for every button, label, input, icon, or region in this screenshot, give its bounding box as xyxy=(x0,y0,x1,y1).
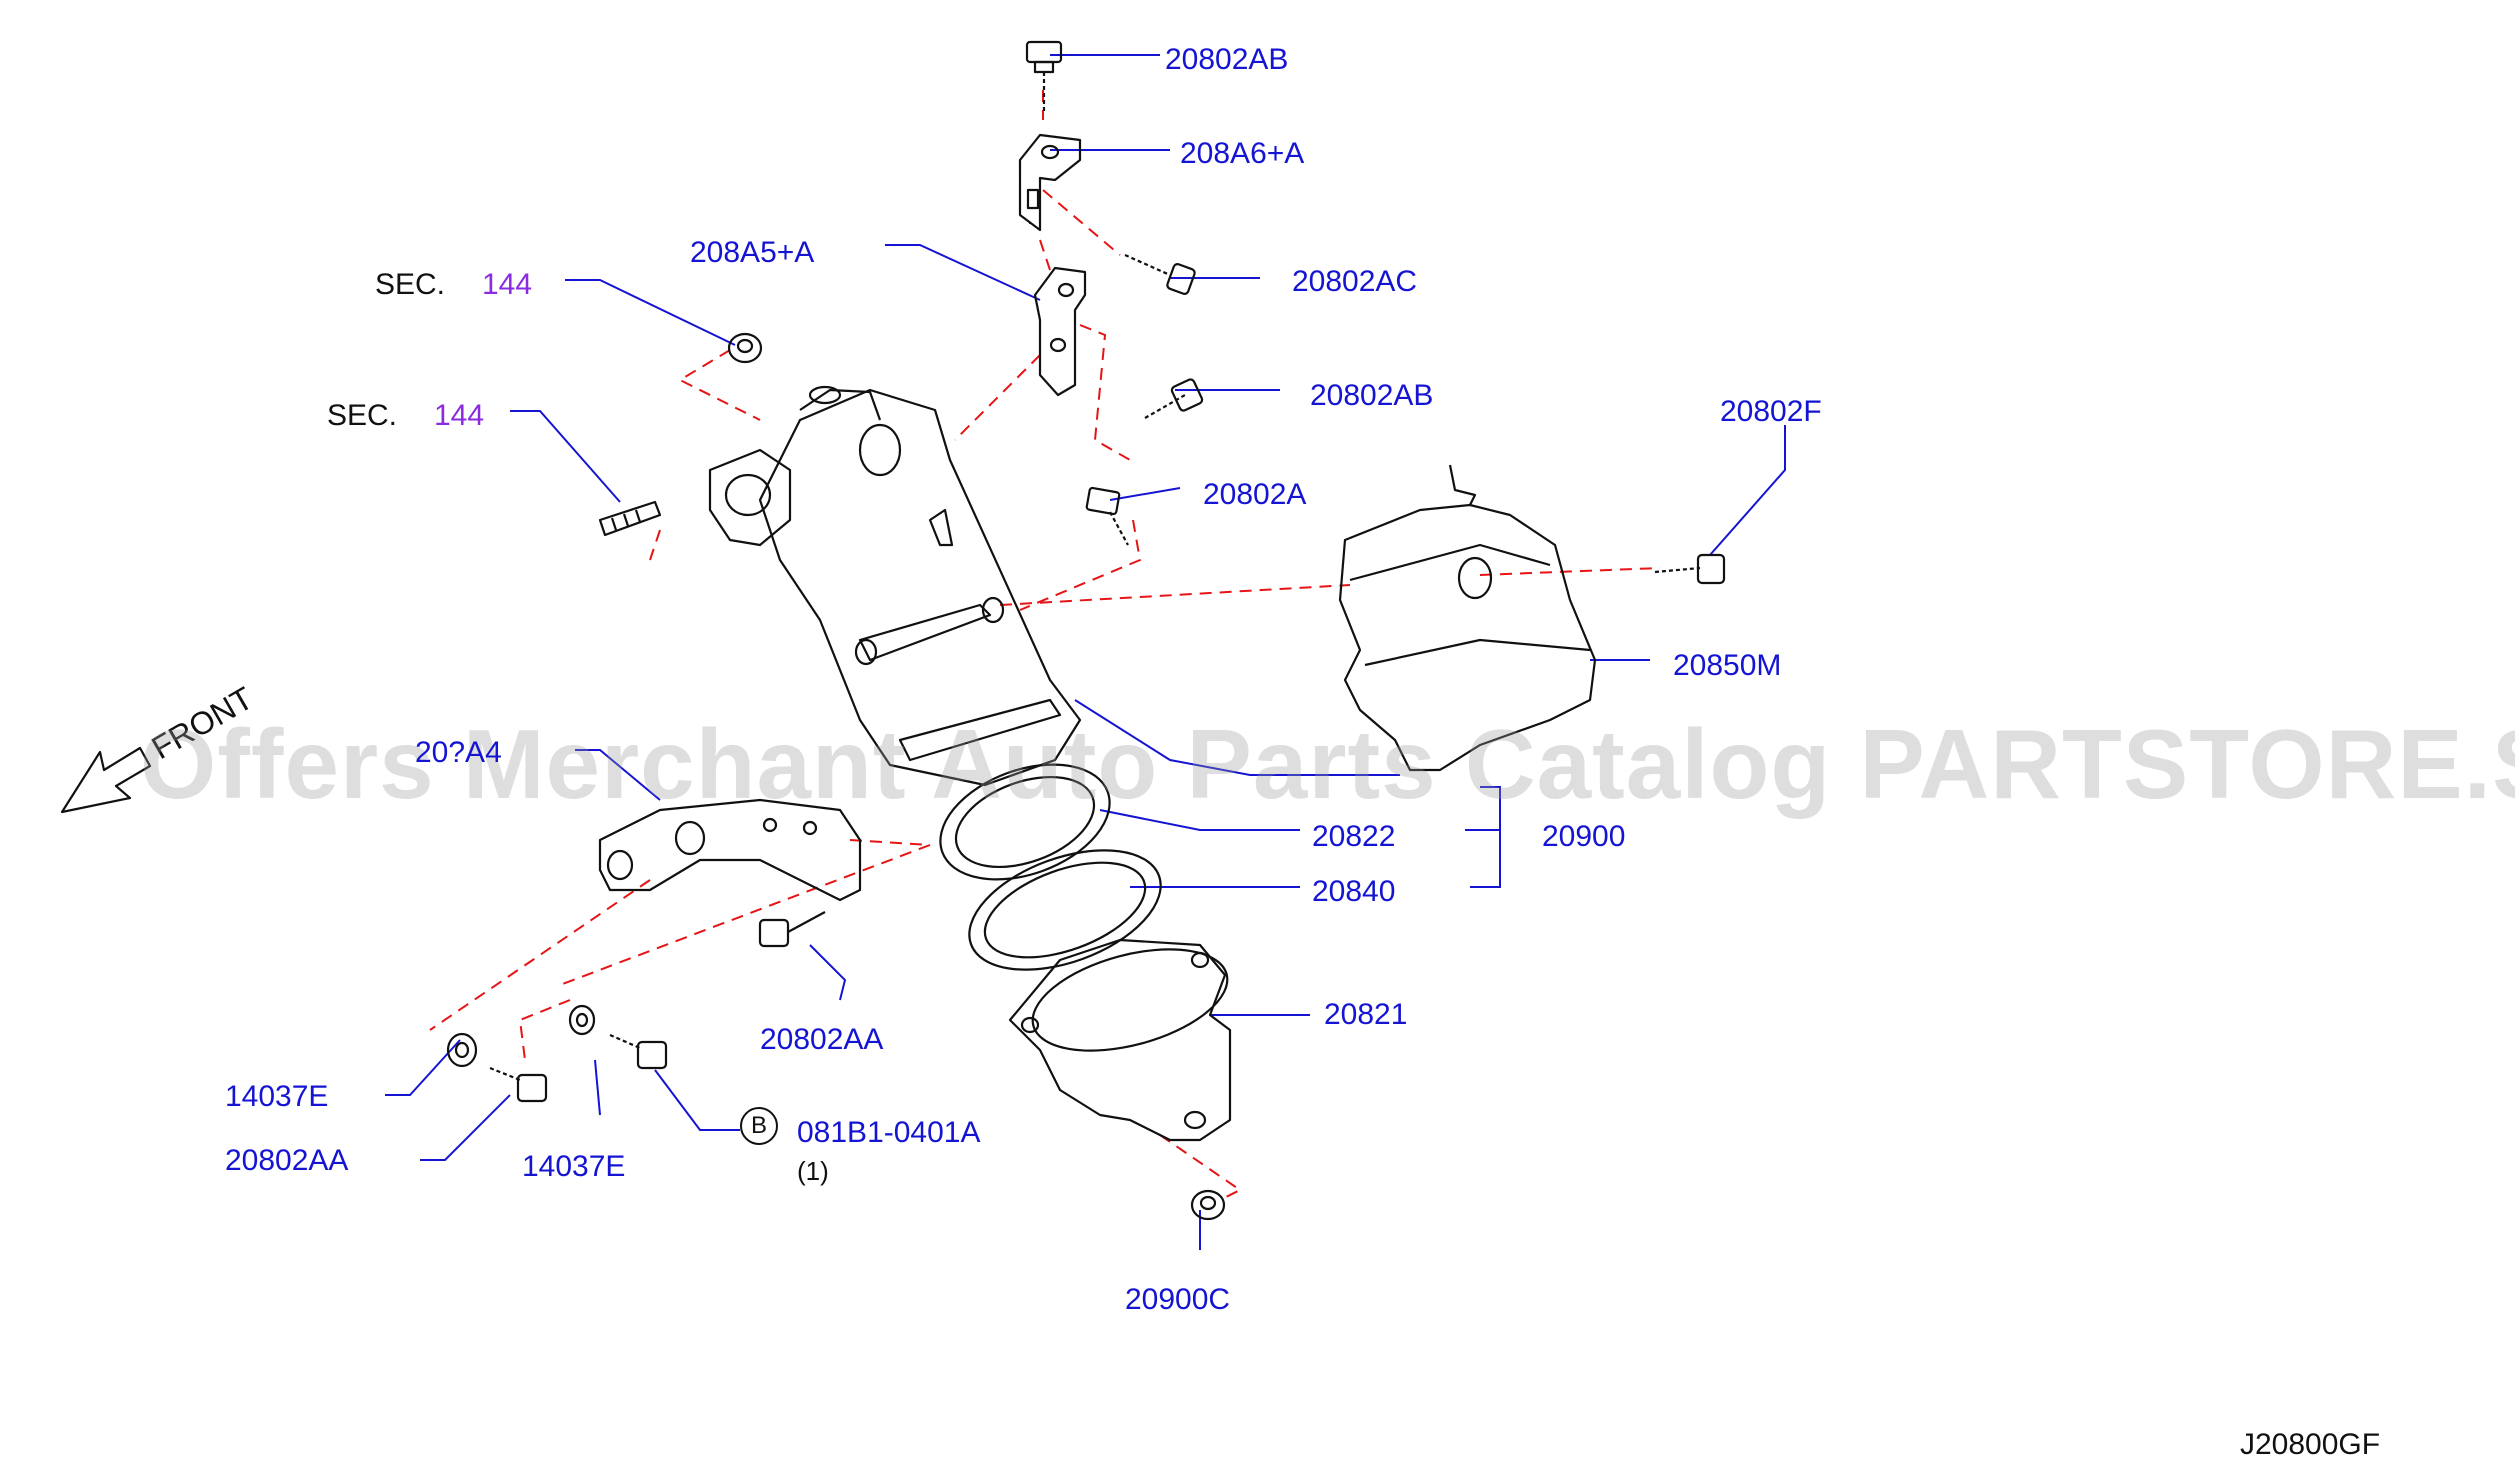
flange-20821-icon xyxy=(1008,938,1232,1142)
catalytic-converter-icon xyxy=(708,385,1082,787)
bolt-20802F-icon xyxy=(1654,553,1726,585)
part-label-14037E-mid[interactable]: 14037E xyxy=(522,1150,626,1183)
part-label-14037E-left[interactable]: 14037E xyxy=(225,1080,329,1113)
part-label-20822[interactable]: 20822 xyxy=(1312,820,1396,853)
leader-lines xyxy=(385,54,1786,1250)
part-label-20802F[interactable]: 20802F xyxy=(1720,395,1822,428)
part-label-20821[interactable]: 20821 xyxy=(1324,998,1408,1031)
part-label-208A6A[interactable]: 208A6+A xyxy=(1180,137,1305,170)
bolt-20802AA-mid-icon xyxy=(758,911,826,948)
bolt-marker-b: B xyxy=(740,1107,778,1145)
part-label-20802A[interactable]: 20802A xyxy=(1203,478,1307,511)
sec-prefix-2: SEC. xyxy=(327,399,398,432)
bracket-208A4-icon xyxy=(598,798,862,902)
bolt-20802AB-mid-icon xyxy=(1144,378,1204,419)
part-label-208A5A[interactable]: 208A5+A xyxy=(690,236,815,269)
nut-sec144-icon xyxy=(727,332,763,364)
bolt-20802AC-icon xyxy=(1124,253,1196,295)
bolt-081B1-icon xyxy=(609,1033,668,1070)
part-label-20850M[interactable]: 20850M xyxy=(1673,649,1782,682)
gasket-20840-icon xyxy=(968,849,1162,971)
watermark: Offers Merchant Auto Parts Catalog PARTS… xyxy=(140,709,2515,819)
part-label-20900C[interactable]: 20900C xyxy=(1125,1283,1231,1316)
part-label-20900[interactable]: 20900 xyxy=(1542,820,1626,853)
part-label-20802AA-mid[interactable]: 20802AA xyxy=(760,1023,884,1056)
part-label-208A4[interactable]: 20?A4 xyxy=(415,736,502,769)
sec-ref-2[interactable]: 144 xyxy=(434,399,485,432)
sec-prefix-1: SEC. xyxy=(375,268,446,301)
part-label-20802AB-top[interactable]: 20802AB xyxy=(1165,43,1289,76)
part-label-20802AB-mid[interactable]: 20802AB xyxy=(1310,379,1434,412)
part-outlines xyxy=(60,40,1726,1221)
part-label-20802AC[interactable]: 20802AC xyxy=(1292,265,1418,298)
part-label-081B1[interactable]: 081B1-0401A xyxy=(797,1116,981,1149)
part-label-20802AA-left[interactable]: 20802AA xyxy=(225,1144,349,1177)
bolt-20802AA-left-icon xyxy=(489,1066,548,1103)
bolt-20802AB-top-icon xyxy=(1025,40,1063,112)
bolt-20802A-icon xyxy=(1085,486,1129,546)
stud-sec144-icon xyxy=(598,500,662,537)
assembly-lines xyxy=(429,90,1661,1201)
washer-14037E-left-icon xyxy=(446,1032,478,1068)
bracket-208A6-icon xyxy=(1018,133,1082,232)
sec-ref-1[interactable]: 144 xyxy=(482,268,533,301)
nut-20900C-icon xyxy=(1190,1189,1226,1221)
heat-shield-20850M-icon xyxy=(1338,464,1597,772)
washer-14037E-mid-icon xyxy=(568,1004,596,1036)
part-quantity-081B1: (1) xyxy=(797,1156,829,1186)
part-label-20840[interactable]: 20840 xyxy=(1312,875,1396,908)
bracket-208A5-icon xyxy=(1033,266,1087,397)
diagram-code: J20800GF xyxy=(2240,1428,2381,1461)
front-arrow-icon xyxy=(60,746,152,814)
gasket-20822-icon xyxy=(939,763,1111,881)
